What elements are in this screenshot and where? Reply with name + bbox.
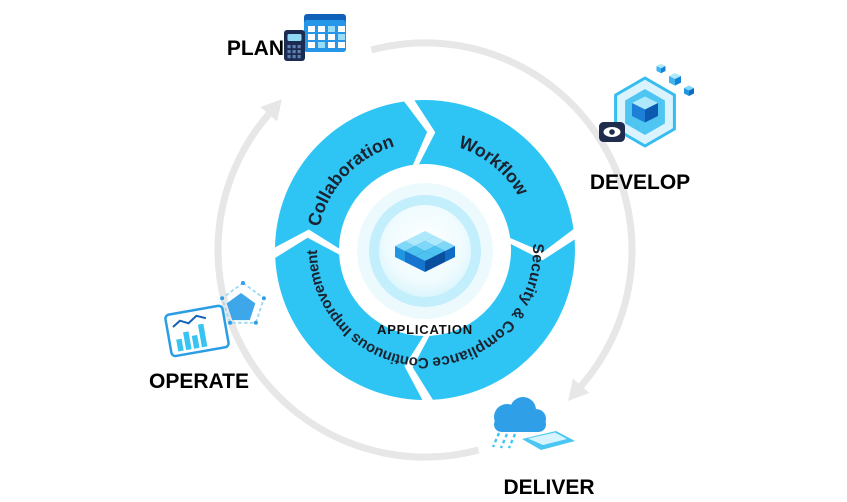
outer-arrowhead-top-left-icon [260,99,282,122]
outer-arrowhead-bottom-right-icon [568,378,590,401]
stage-label-operate: OPERATE [149,370,249,393]
calendar-icon [304,14,346,52]
radar-chart-icon [220,281,266,325]
hex-cubes-eye-icon [599,63,694,148]
laptop-icon [522,431,575,450]
application-label: APPLICATION [377,322,473,337]
stage-label-develop: DEVELOP [590,171,690,194]
stage-label-deliver: DELIVER [503,476,594,499]
ring-segment-continuous-improvement [275,237,424,400]
deliver-stage: DELIVER [491,397,595,499]
operate-stage: OPERATE [149,281,266,393]
stage-label-plan: PLAN [227,37,284,60]
monitor-chart-icon [164,304,230,358]
ring-segment-collaboration [275,101,428,249]
application-center: APPLICATION [357,183,493,337]
dashboard-radar-icon [164,281,266,358]
eye-chip-icon [599,122,625,142]
outer-arc-bottom-left [214,111,480,461]
cloud-release-icon [491,397,575,450]
hexagon-cube [632,96,658,123]
cloud-icon [494,397,546,432]
rain-lines [491,432,517,449]
calculator-icon [284,30,305,61]
ring-segment-workflow [414,100,574,253]
develop-stage: DEVELOP [590,63,694,194]
plan-stage: PLAN [227,14,346,61]
calculator-calendar-icon [284,14,346,61]
ring-segment-security-compliance [412,239,575,400]
inner-ring [275,100,575,400]
